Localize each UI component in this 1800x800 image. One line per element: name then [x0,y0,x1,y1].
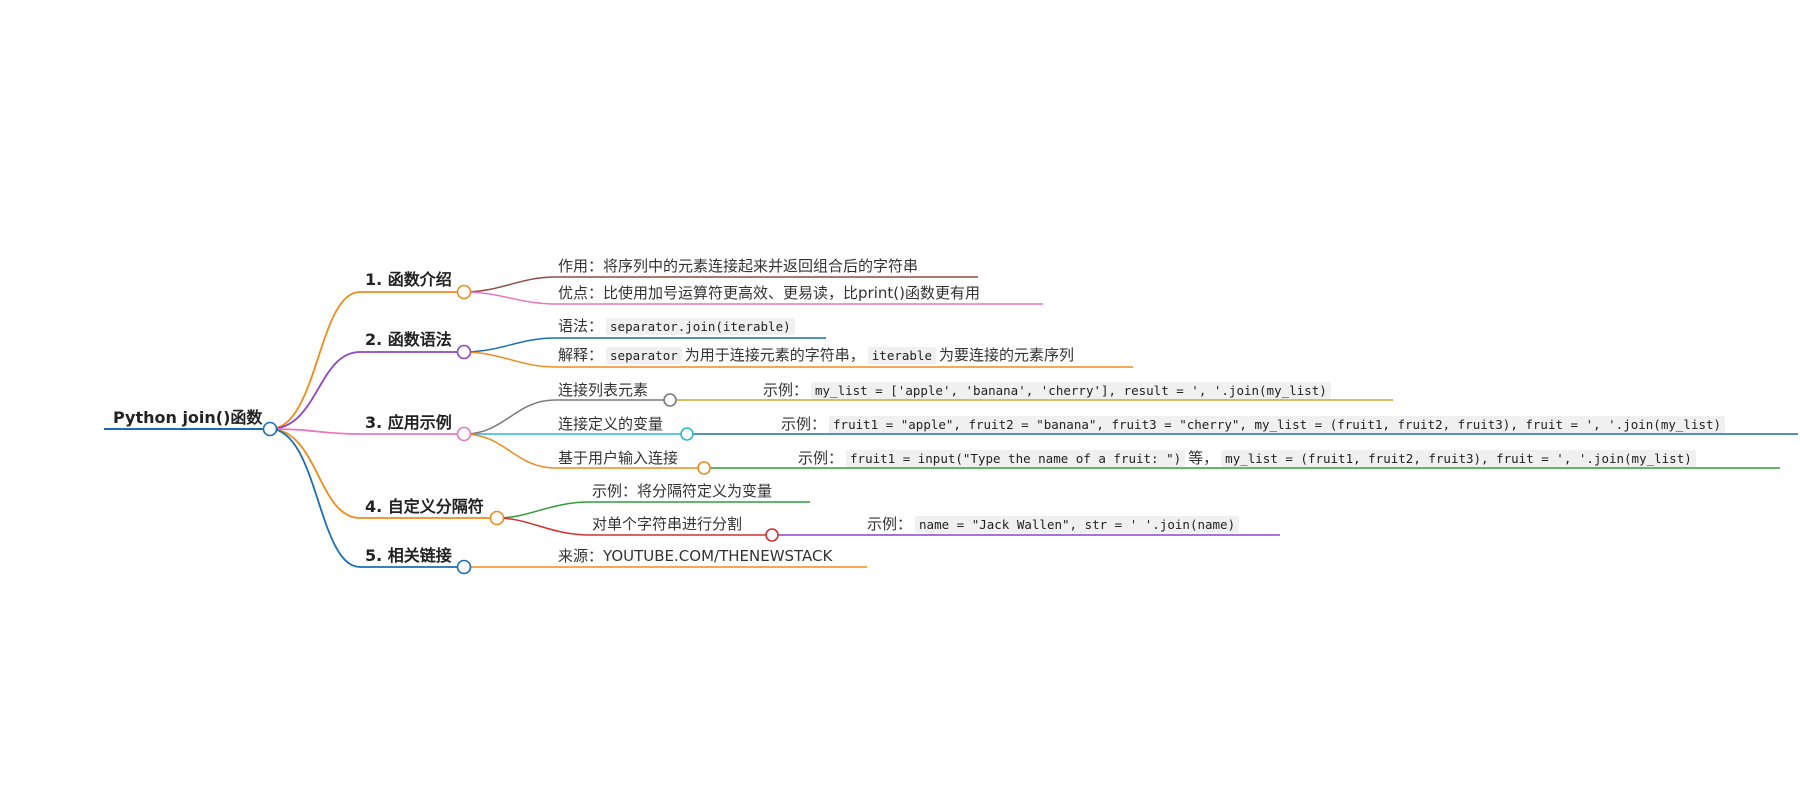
input-join-example[interactable]: 示例：fruit1 = input("Type the name of a fr… [798,448,1699,469]
example-list-join[interactable]: 连接列表元素 [558,381,649,399]
split-example-prefix: 示例： [867,515,913,533]
explain-code-separator: separator [606,347,682,364]
root-label[interactable]: Python join()函数 [113,408,263,427]
intro-advantage[interactable]: 优点：比使用加号运算符更高效、更易读，比print()函数更有用 [558,284,980,302]
edge-root-b3 [269,428,464,435]
var-join-node-circle[interactable] [680,427,694,441]
list-join-node-circle[interactable] [663,393,677,407]
list-example-code: my_list = ['apple', 'banana', 'cherry'],… [811,382,1331,399]
edge-root-b4 [269,428,497,519]
edge-custom-example [496,501,810,519]
list-example-prefix: 示例： [763,381,809,399]
var-example-prefix: 示例： [781,415,827,433]
intro-purpose[interactable]: 作用：将序列中的元素连接起来并返回组合后的字符串 [558,257,919,275]
syntax-prefix: 语法： [558,317,604,335]
edge-intro-purpose [463,276,978,293]
branch-custom-separator[interactable]: 4. 自定义分隔符 [365,497,484,516]
b4-node-circle[interactable] [489,510,505,526]
b5-node-circle[interactable] [456,559,472,575]
branch-intro[interactable]: 1. 函数介绍 [365,270,452,289]
edge-split [496,517,772,536]
branch-syntax[interactable]: 2. 函数语法 [365,330,452,349]
var-example-code: fruit1 = "apple", fruit2 = "banana", fru… [829,416,1726,433]
split-example[interactable]: 示例：name = "Jack Wallen", str = ' '.join(… [867,514,1242,535]
link-source[interactable]: 来源：YOUTUBE.COM/THENEWSTACK [558,547,833,565]
root-node-circle[interactable] [262,421,278,437]
edge-root-b2 [269,351,464,430]
input-join-node-circle[interactable] [697,461,711,475]
edge-explain [463,351,1133,368]
example-var-join[interactable]: 连接定义的变量 [558,415,664,433]
input-example-prefix: 示例： [798,449,844,467]
var-join-example[interactable]: 示例：fruit1 = "apple", fruit2 = "banana", … [781,414,1728,435]
edge-input-join [463,433,704,469]
b1-node-circle[interactable] [456,284,472,300]
list-join-example[interactable]: 示例：my_list = ['apple', 'banana', 'cherry… [763,380,1334,401]
explain-iterable-text: 为要连接的元素序列 [938,346,1074,364]
explain-separator-text: 为用于连接元素的字符串， [684,346,865,364]
explain-prefix: 解释： [558,346,604,364]
example-input-join[interactable]: 基于用户输入连接 [558,449,679,467]
syntax-code: separator.join(iterable) [606,318,795,335]
input-example-mid: 等， [1188,449,1219,467]
syntax-item[interactable]: 语法：separator.join(iterable) [558,316,798,337]
custom-example[interactable]: 示例：将分隔符定义为变量 [592,482,773,500]
b2-node-circle[interactable] [456,344,472,360]
edge-syntax [463,337,826,353]
custom-split[interactable]: 对单个字符串进行分割 [592,515,743,533]
edge-intro-advantage [463,291,1043,305]
split-example-code: name = "Jack Wallen", str = ' '.join(nam… [915,516,1240,533]
edge-list-join [463,399,670,435]
branch-links[interactable]: 5. 相关链接 [365,546,452,565]
input-example-code1: fruit1 = input("Type the name of a fruit… [846,450,1186,467]
b3-node-circle[interactable] [456,426,472,442]
input-example-code2: my_list = (fruit1, fruit2, fruit3), frui… [1221,450,1696,467]
edge-root-b5 [269,428,464,568]
edge-root-b1 [269,291,464,430]
explain-code-iterable: iterable [867,347,936,364]
split-node-circle[interactable] [765,528,779,542]
branch-examples[interactable]: 3. 应用示例 [365,413,452,432]
